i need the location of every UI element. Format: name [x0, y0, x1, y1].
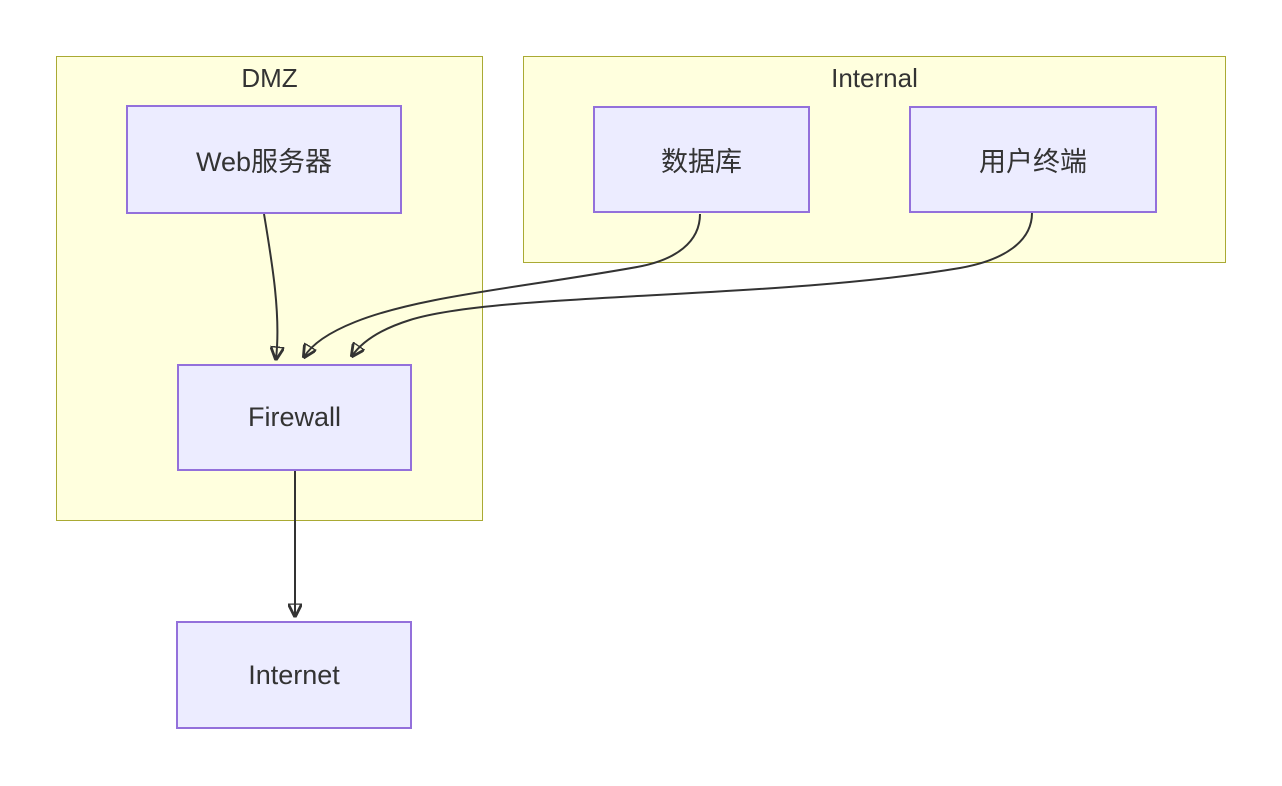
node-firewall-label: Firewall: [247, 402, 341, 432]
node-user-terminal-label: 用户终端: [979, 147, 1087, 177]
node-user-terminal: 用户终端: [909, 106, 1157, 213]
node-firewall: Firewall: [177, 364, 412, 471]
node-web-server-label: Web服务器: [195, 147, 333, 177]
node-internet: Internet: [176, 621, 412, 729]
node-database: 数据库: [593, 106, 810, 213]
node-internet-label: Internet: [248, 659, 340, 690]
node-web-server: Web服务器: [126, 105, 402, 214]
cluster-dmz-label: DMZ: [241, 63, 298, 93]
cluster-internal-label: Internal: [831, 63, 918, 93]
node-database-label: 数据库: [661, 147, 742, 177]
